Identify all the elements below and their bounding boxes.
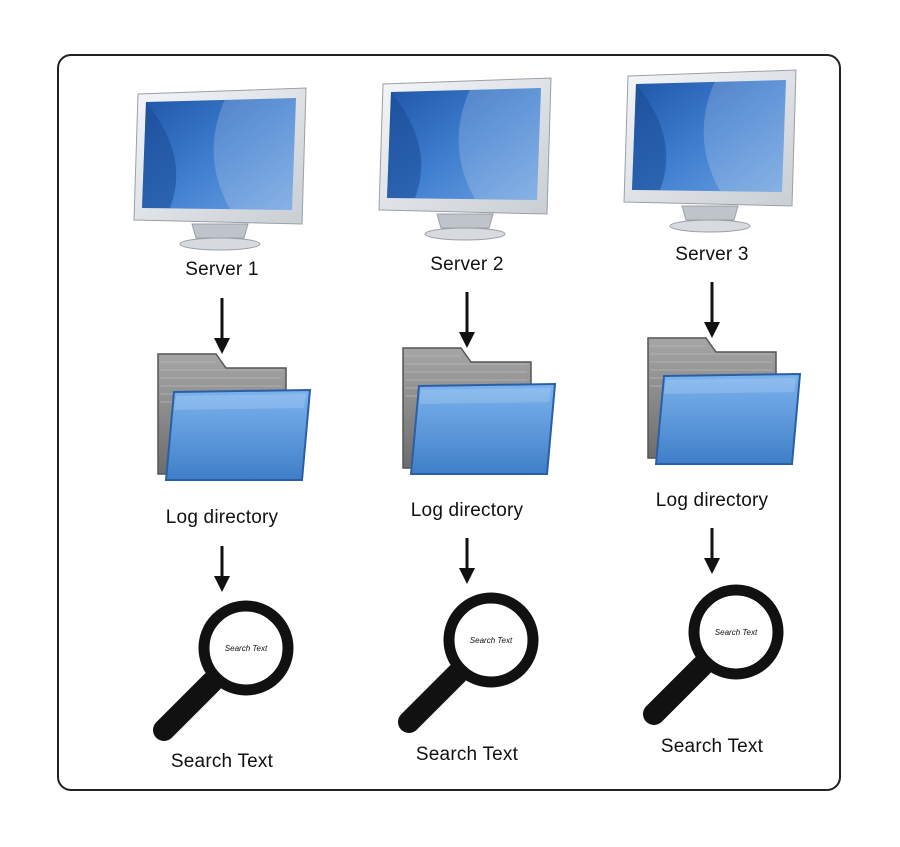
folder-icon <box>157 353 312 481</box>
directory-label: Log directory <box>655 490 769 511</box>
server-column-1: Server 1 Log directory <box>102 0 342 790</box>
lens-text: Search Text <box>470 636 513 645</box>
arrow-down-icon <box>459 538 475 584</box>
folder-icon <box>647 337 802 465</box>
monitor-icon <box>378 77 552 241</box>
lens-text: Search Text <box>225 644 268 653</box>
magnifier-icon: Search Text <box>153 600 294 741</box>
monitor-icon <box>623 69 797 233</box>
server-label: Server 2 <box>430 254 504 275</box>
monitor-icon <box>133 87 307 251</box>
server-label: Server 3 <box>675 244 749 265</box>
server-column-2: Server 2 Log directory <box>347 0 587 790</box>
arrow-down-icon <box>459 292 475 348</box>
search-label: Search Text <box>415 744 519 765</box>
arrow-down-icon <box>214 546 230 592</box>
magnifier-icon: Search Text <box>643 584 784 725</box>
search-label: Search Text <box>660 736 764 757</box>
server-column-3: Server 3 Log directory <box>592 0 832 790</box>
arrow-down-icon <box>704 528 720 574</box>
arrow-down-icon <box>704 282 720 338</box>
folder-icon <box>402 347 557 475</box>
magnifier-icon: Search Text <box>398 592 539 733</box>
directory-label: Log directory <box>165 507 279 528</box>
directory-label: Log directory <box>410 500 524 521</box>
arrow-down-icon <box>214 298 230 354</box>
server-label: Server 1 <box>185 259 259 280</box>
lens-text: Search Text <box>715 628 758 637</box>
search-label: Search Text <box>170 751 274 772</box>
